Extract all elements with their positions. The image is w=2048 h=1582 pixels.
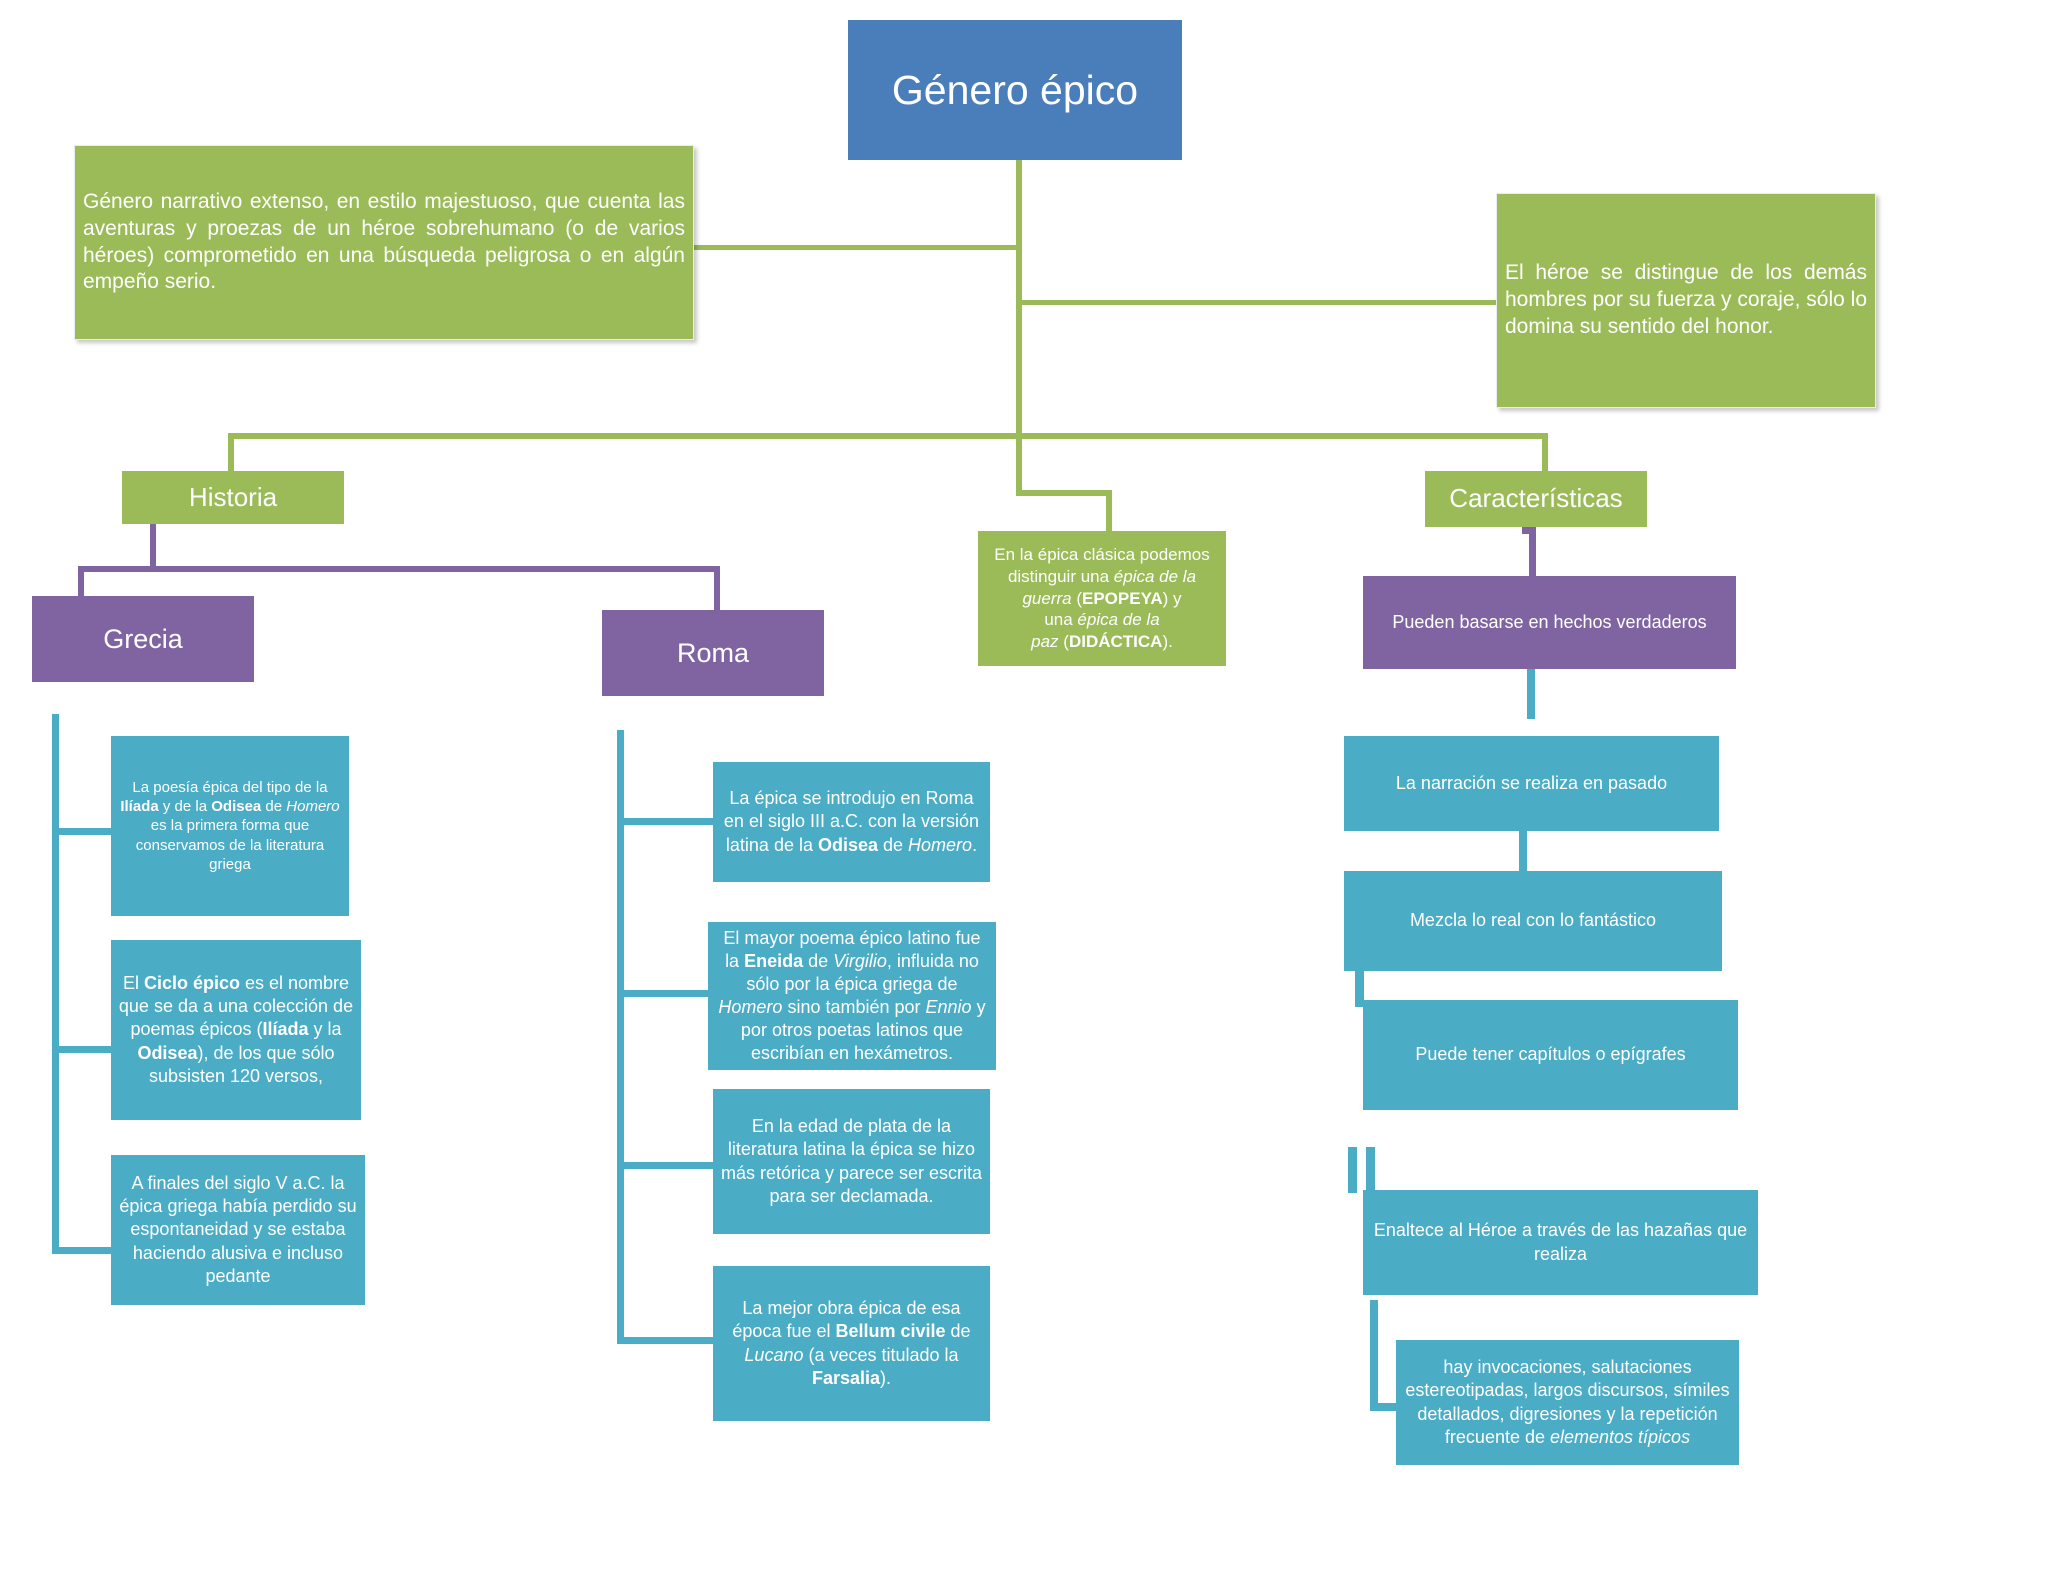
connector-roma-item-2 <box>617 990 713 997</box>
item-grecia-3[interactable]: A finales del siglo V a.C. la épica grie… <box>111 1155 365 1305</box>
connector-roma-item-3 <box>617 1162 713 1169</box>
item-grecia-2-text: El Ciclo épico es el nombre que se da a … <box>118 973 354 1086</box>
branch-caracteristicas-label: Características <box>1449 483 1623 514</box>
definition-left-text: Género narrativo extenso, en estilo maje… <box>83 189 685 294</box>
connector-car-5-to-6-v <box>1370 1300 1378 1410</box>
item-caracteristica-6[interactable]: hay invocaciones, salutaciones estereoti… <box>1396 1340 1739 1465</box>
item-roma-2-text: El mayor poema épico latino fue la Eneid… <box>718 927 986 1064</box>
note-epica-clasica[interactable]: En la épica clásica podemos distinguir u… <box>978 531 1226 666</box>
branch-historia-label: Historia <box>188 481 278 512</box>
connector-caracteristicas-stem-v <box>1529 527 1536 577</box>
definition-box-left[interactable]: Género narrativo extenso, en estilo maje… <box>74 145 694 340</box>
connector-historia-to-roma <box>714 566 720 610</box>
connector-spine-to-epica-v1 <box>1016 439 1022 495</box>
root-node-label: Género épico <box>891 66 1139 113</box>
item-roma-4[interactable]: La mejor obra épica de esa época fue el … <box>713 1266 990 1421</box>
connector-spine-to-epica-h <box>1016 490 1112 496</box>
connector-historia-to-grecia <box>78 566 84 596</box>
connector-historia-split <box>150 566 720 572</box>
connector-spine-to-historia <box>228 433 234 471</box>
item-roma-1-text: La épica se introdujo en Roma en el sigl… <box>723 788 980 855</box>
definition-right-text: El héroe se distingue de los demás hombr… <box>1505 261 1867 338</box>
item-roma-4-text: La mejor obra épica de esa época fue el … <box>732 1298 971 1388</box>
item-caracteristica-5-text: Enaltece al Héroe a través de las hazaña… <box>1373 1220 1748 1264</box>
node-roma-label: Roma <box>676 637 750 668</box>
connector-car-1-to-2 <box>1527 669 1535 719</box>
connector-grecia-item-3 <box>52 1247 114 1254</box>
root-node-genero-epico[interactable]: Género épico <box>848 20 1182 160</box>
item-roma-3[interactable]: En la edad de plata de la literatura lat… <box>713 1089 990 1234</box>
item-roma-1[interactable]: La épica se introdujo en Roma en el sigl… <box>713 762 990 882</box>
item-caracteristica-1[interactable]: Pueden basarse en hechos verdaderos <box>1363 576 1736 669</box>
note-epica-clasica-text: En la épica clásica podemos distinguir u… <box>994 545 1210 652</box>
item-roma-2[interactable]: El mayor poema épico latino fue la Eneid… <box>708 922 996 1070</box>
connector-grecia-item-1 <box>52 828 114 835</box>
item-grecia-3-text: A finales del siglo V a.C. la épica grie… <box>119 1173 357 1286</box>
connector-spine-to-epica-v2 <box>1106 490 1112 534</box>
item-grecia-1[interactable]: La poesía épica del tipo de la Ilíada y … <box>111 736 349 916</box>
connector-car-4-to-5a <box>1348 1147 1357 1193</box>
item-caracteristica-6-text: hay invocaciones, salutaciones estereoti… <box>1405 1357 1730 1447</box>
item-grecia-1-text: La poesía épica del tipo de la Ilíada y … <box>120 779 340 873</box>
connector-grecia-rail <box>52 714 59 1254</box>
item-caracteristica-4-text: Puede tener capítulos o epígrafes <box>1415 1044 1686 1065</box>
branch-node-historia[interactable]: Historia <box>122 471 344 524</box>
connector-car-4-to-5b <box>1366 1147 1375 1193</box>
item-caracteristica-3[interactable]: Mezcla lo real con lo fantástico <box>1344 871 1722 971</box>
definition-box-right[interactable]: El héroe se distingue de los demás hombr… <box>1496 193 1876 408</box>
branch-node-caracteristicas[interactable]: Características <box>1425 471 1647 527</box>
item-caracteristica-2[interactable]: La narración se realiza en pasado <box>1344 736 1719 831</box>
connector-main-spine <box>228 433 1548 439</box>
connector-car-2-to-3 <box>1519 831 1527 881</box>
connector-roma-rail <box>617 730 624 1344</box>
item-roma-3-text: En la edad de plata de la literatura lat… <box>720 1116 983 1206</box>
connector-historia-stem <box>150 524 156 570</box>
connector-historia-split-left <box>78 566 156 572</box>
connector-grecia-item-2 <box>52 1046 114 1053</box>
connector-roma-item-1 <box>617 818 713 825</box>
connector-car-3-to-4a <box>1355 971 1364 1007</box>
node-grecia-label: Grecia <box>103 623 183 654</box>
connector-root-to-left-definition <box>694 245 1022 250</box>
connector-roma-item-4 <box>617 1337 713 1344</box>
node-roma[interactable]: Roma <box>602 610 824 696</box>
item-grecia-2[interactable]: El Ciclo épico es el nombre que se da a … <box>111 940 361 1120</box>
connector-spine-to-caracteristicas <box>1542 433 1548 471</box>
item-caracteristica-4[interactable]: Puede tener capítulos o epígrafes <box>1363 1000 1738 1110</box>
connector-root-to-right-definition <box>1016 300 1496 305</box>
item-caracteristica-2-text: La narración se realiza en pasado <box>1395 772 1668 793</box>
node-grecia[interactable]: Grecia <box>32 596 254 682</box>
item-caracteristica-5[interactable]: Enaltece al Héroe a través de las hazaña… <box>1363 1190 1758 1295</box>
connector-car-5-to-6-h <box>1370 1403 1396 1411</box>
item-caracteristica-3-text: Mezcla lo real con lo fantástico <box>1409 910 1657 931</box>
item-caracteristica-1-text: Pueden basarse en hechos verdaderos <box>1392 611 1707 632</box>
connector-root-stem <box>1016 158 1022 438</box>
